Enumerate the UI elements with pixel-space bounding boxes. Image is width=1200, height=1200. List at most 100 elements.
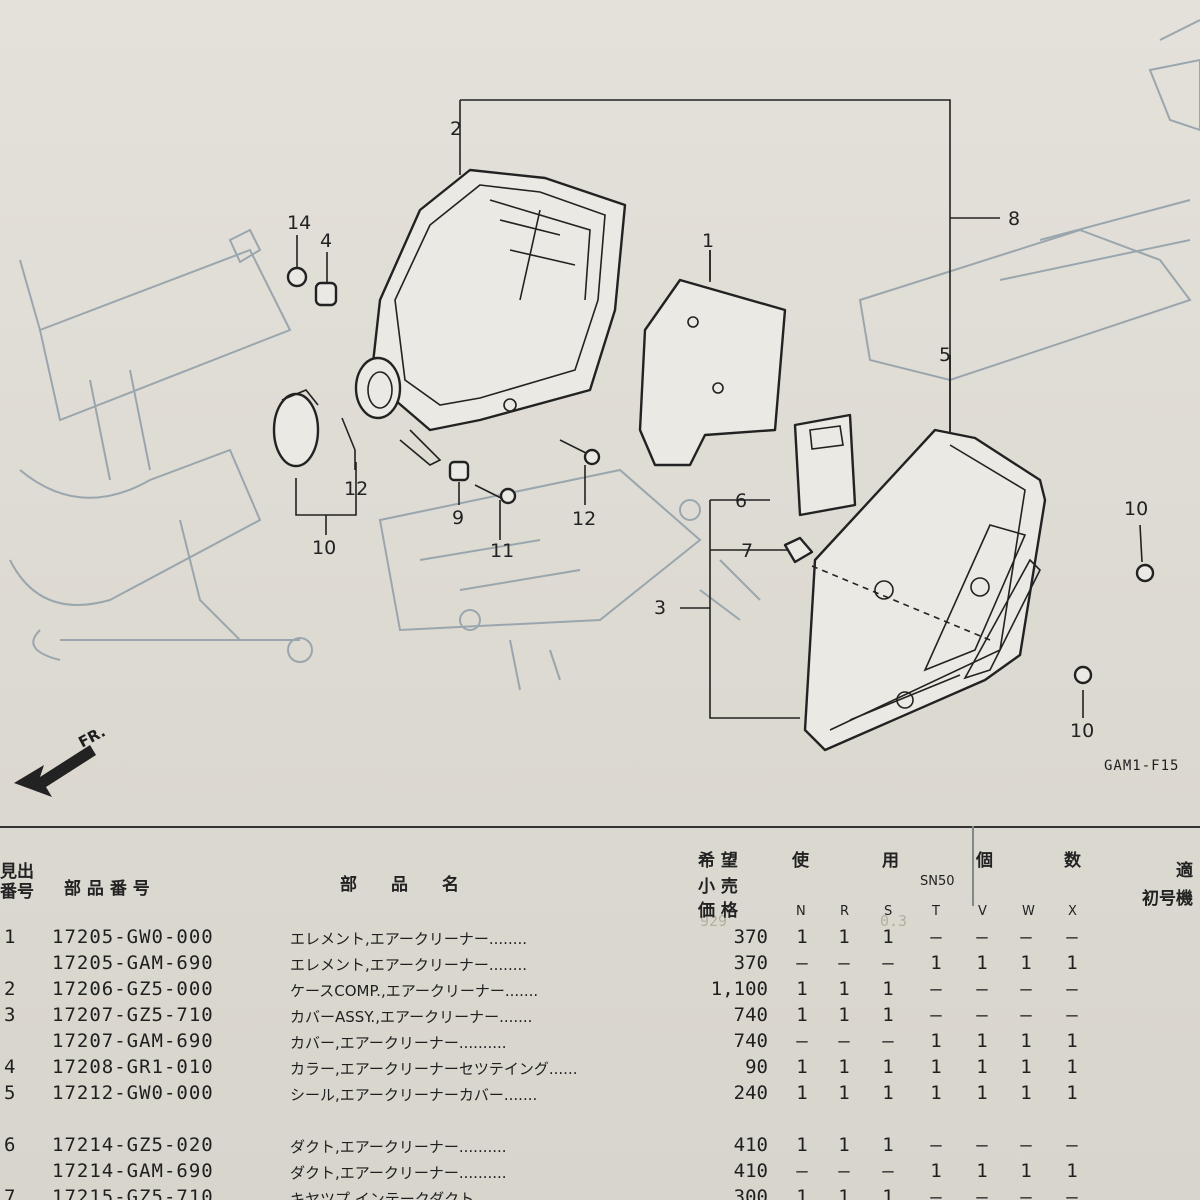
quantity-cell: 1 [882, 978, 894, 1000]
quantity-cell: – [976, 1134, 988, 1156]
callout-12-right: 12 [572, 508, 597, 530]
air-cleaner-cover-drawing [803, 428, 1047, 752]
quantity-cell: – [838, 1160, 850, 1182]
quantity-cell: – [930, 926, 942, 948]
price-cell: 1,100 [710, 978, 768, 1000]
header-usage-1: 使 [792, 851, 809, 871]
quantity-cell: – [1066, 1134, 1078, 1156]
quantity-cell: 1 [1020, 1082, 1032, 1104]
quantity-cell: 1 [1066, 1160, 1078, 1182]
quantity-cell: 1 [976, 952, 988, 974]
price-cell: 740 [733, 1030, 768, 1052]
callout-3: 3 [654, 597, 667, 619]
part-name-cell: ケースCOMP.,エアークリーナー....... [290, 982, 539, 1000]
quantity-cell: – [1020, 1004, 1032, 1026]
header-usage-2: 用 [882, 851, 899, 871]
callout-9: 9 [452, 507, 465, 529]
part-number-cell: 17214-GAM-690 [52, 1160, 214, 1182]
header-ref-number: 見出 番号 [0, 862, 34, 902]
quantity-cell: – [1066, 978, 1078, 1000]
quantity-cell: 1 [882, 1134, 894, 1156]
price-cell: 90 [745, 1056, 768, 1078]
header-price-bot: 価 格 [698, 901, 738, 921]
header-col-w: W [1022, 904, 1035, 919]
callout-14: 14 [287, 212, 312, 234]
header-usage-4: 数 [1064, 851, 1081, 871]
quantity-cell: 1 [976, 1030, 988, 1052]
quantity-cell: 1 [838, 926, 850, 948]
quantity-cell: 1 [930, 1082, 942, 1104]
ref-number-cell: 2 [4, 978, 16, 1000]
exploded-parts-diagram: 2 1 8 5 14 4 6 7 3 12 10 9 11 12 10 10 F… [9, 19, 1200, 797]
part-number-cell: 17214-GZ5-020 [52, 1134, 214, 1156]
diagram-drawing [9, 19, 1200, 797]
part-number-cell: 17207-GZ5-710 [52, 1004, 214, 1026]
quantity-cell: 1 [796, 926, 808, 948]
quantity-cell: – [930, 1134, 942, 1156]
quantity-cell: – [838, 1030, 850, 1052]
quantity-cell: – [1066, 926, 1078, 948]
ref-number-cell: 5 [4, 1082, 16, 1104]
air-cleaner-element-drawing [638, 250, 787, 467]
quantity-cell: 1 [882, 1004, 894, 1026]
quantity-cell: 1 [838, 1082, 850, 1104]
quantity-cell: 1 [882, 926, 894, 948]
part-number-cell: 17205-GAM-690 [52, 952, 214, 974]
quantity-cell: 1 [796, 978, 808, 1000]
header-model: SN50 [920, 874, 955, 889]
price-cell: 410 [733, 1134, 768, 1156]
quantity-cell: 1 [796, 1004, 808, 1026]
quantity-cell: 1 [1066, 1082, 1078, 1104]
ref-number-cell: 7 [4, 1186, 16, 1200]
part-name-cell: エレメント,エアークリーナー........ [290, 930, 528, 948]
quantity-cell: 1 [1066, 1030, 1078, 1052]
ref-number-cell: 4 [4, 1056, 16, 1078]
part-number-cell: 17207-GAM-690 [52, 1030, 214, 1052]
header-col-r: R [840, 904, 850, 919]
callout-2: 2 [450, 118, 463, 140]
quantity-cell: – [976, 1186, 988, 1200]
callout-12-left: 11 [490, 540, 515, 562]
ref-number-cell: 3 [4, 1004, 16, 1026]
quantity-cell: 1 [796, 1186, 808, 1200]
quantity-cell: – [930, 1004, 942, 1026]
quantity-cell: 1 [882, 1186, 894, 1200]
quantity-cell: 1 [796, 1082, 808, 1104]
quantity-cell: 1 [838, 978, 850, 1000]
header-price-top: 希 望 [698, 851, 738, 871]
header-part-name: 部 品 名 [340, 875, 459, 895]
part-number-cell: 17215-GZ5-710 [52, 1186, 214, 1200]
quantity-cell: – [882, 1030, 894, 1052]
ghost-text: 929 [700, 912, 728, 930]
header-col-x: X [1068, 904, 1077, 919]
figure-code: GAM1-F15 [1104, 758, 1180, 774]
quantity-cell: 1 [796, 1056, 808, 1078]
header-col-t: T [932, 904, 940, 919]
quantity-cell: 1 [976, 1082, 988, 1104]
quantity-cell: – [796, 952, 808, 974]
quantity-cell: – [838, 952, 850, 974]
quantity-cell: – [1066, 1004, 1078, 1026]
quantity-cell: 1 [838, 1134, 850, 1156]
quantity-cell: 1 [882, 1056, 894, 1078]
price-cell: 740 [733, 1004, 768, 1026]
quantity-cell: – [976, 978, 988, 1000]
price-cell: 300 [733, 1186, 768, 1200]
callout-10-lower: 10 [1070, 720, 1095, 742]
callout-5: 5 [939, 344, 952, 366]
quantity-cell: 1 [1020, 1056, 1032, 1078]
part-name-cell: ダクト,エアークリーナー.......... [290, 1164, 507, 1182]
part-number-cell: 17208-GR1-010 [52, 1056, 214, 1078]
callout-8: 8 [1008, 208, 1021, 230]
callout-13: 12 [344, 478, 369, 500]
quantity-cell: 1 [838, 1056, 850, 1078]
